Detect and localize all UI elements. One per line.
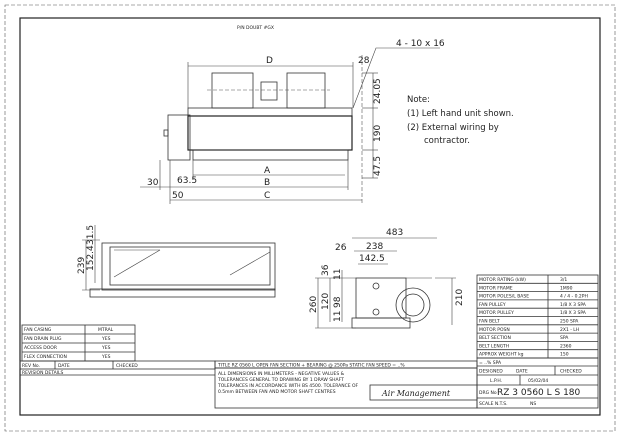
- spec-value: 1/8 X 3 SPA: [560, 310, 587, 316]
- side-view: 483 26 238 142.5 210 260 120 36 98 11 11: [309, 228, 465, 329]
- dim-36: 36: [321, 264, 331, 276]
- spec-label: APPROX WEIGHT kg: [479, 352, 524, 358]
- spec-value: 2360: [560, 343, 572, 349]
- svg-text:CHECKED: CHECKED: [560, 369, 582, 375]
- svg-text:DRG No: DRG No: [479, 390, 497, 396]
- dim-142-5: 142.5: [359, 254, 385, 264]
- svg-text:ACCESS DOOR: ACCESS DOOR: [24, 345, 57, 351]
- drawing-header: P/N DOUBT #GX: [237, 25, 274, 31]
- dim-11-bottom: 11: [333, 311, 343, 322]
- note-1: (1) Left hand unit shown.: [407, 109, 514, 119]
- spec-label: MOTOR POLES/L BASE: [479, 294, 529, 300]
- title-row: TITLE RZ 0560 L OPEN FAN SECTION + BEARI…: [217, 363, 405, 369]
- top-view: D 28 4 - 10 x 16 24.05 190 47.5 A B C 30…: [140, 39, 445, 205]
- dim-98: 98: [333, 296, 343, 308]
- spec-label: BELT LENGTH: [479, 343, 509, 349]
- title-block: = ..% SPA DESIGNED DATE CHECKED L.P.H. 0…: [476, 357, 599, 409]
- spec-label: BELT SECTION: [479, 335, 511, 341]
- svg-text:05/02/04: 05/02/04: [528, 378, 548, 384]
- drawing-border: [19, 17, 601, 416]
- dim-A: A: [264, 166, 271, 176]
- spec-label: MOTOR FRAME: [479, 285, 513, 291]
- svg-text:FLEX CONNECTION: FLEX CONNECTION: [24, 354, 67, 360]
- spec-label: MOTOR RATING (kW): [479, 277, 526, 283]
- drawing-number: RZ 3 0560 L S 180: [497, 388, 581, 398]
- fan-housing: [355, 277, 407, 319]
- dim-190: 190: [373, 125, 383, 142]
- spec-value: 150: [560, 352, 569, 358]
- spec-label: FAN BELT: [479, 319, 500, 325]
- coil: [192, 149, 349, 161]
- spec-value: 1/8 X 3 SPA: [560, 302, 587, 308]
- svg-text:CHECKED: CHECKED: [116, 363, 138, 369]
- svg-text:YES: YES: [101, 336, 111, 342]
- dim-50: 50: [172, 191, 184, 201]
- dim-26: 26: [335, 243, 347, 253]
- svg-text:L.P.H.: L.P.H.: [490, 378, 502, 384]
- blower-left: [211, 72, 254, 109]
- svg-text:DESIGNED: DESIGNED: [479, 369, 503, 375]
- spec-label: MOTOR PULLEY: [479, 310, 514, 316]
- dim-30: 30: [147, 178, 159, 188]
- spec-value: 1M90: [560, 285, 573, 291]
- dim-24-05: 24.05: [373, 78, 383, 104]
- revision-block: REV No. DATE CHECKED REVISION DETAILS: [19, 360, 216, 376]
- svg-text:YES: YES: [101, 354, 111, 360]
- dim-11-top: 11: [333, 269, 343, 280]
- dim-B: B: [264, 178, 270, 188]
- svg-text:DATE: DATE: [516, 369, 528, 375]
- title-notes-block: TITLE RZ 0560 L OPEN FAN SECTION + BEARI…: [214, 360, 478, 409]
- outer-frame: [4, 4, 616, 432]
- note-3: contractor.: [424, 136, 470, 146]
- company-logo: Air Management: [381, 389, 451, 398]
- fan-wheel: [395, 287, 431, 323]
- dim-239: 239: [77, 257, 87, 274]
- dim-483: 483: [386, 228, 403, 238]
- dim-holes: 4 - 10 x 16: [396, 39, 445, 49]
- options-table: FAN CASING MTRAL FAN DRAIN PLUG YES ACCESS…: [21, 324, 136, 362]
- spec-value: 4 / 4 - 0.2PH: [560, 294, 588, 300]
- dim-47-5: 47.5: [373, 156, 383, 176]
- svg-text:TOLERANCES GENERAL TO DRAWING: TOLERANCES GENERAL TO DRAWING BY 1 DRAW …: [217, 377, 344, 383]
- notes-title: Note:: [407, 95, 430, 105]
- svg-text:YES: YES: [101, 345, 111, 351]
- dim-28: 28: [358, 56, 370, 66]
- dim-120: 120: [321, 293, 331, 310]
- svg-text:NS: NS: [530, 401, 536, 407]
- dim-C: C: [264, 191, 270, 201]
- dim-152-4: 152.4: [86, 245, 96, 271]
- note-2: (2) External wiring by: [407, 123, 499, 133]
- spec-value: 250 SPA: [560, 319, 579, 325]
- svg-text:DATE: DATE: [58, 363, 70, 369]
- front-view: 239 152.4 31.5: [77, 225, 276, 298]
- unit-body: [187, 115, 353, 151]
- side-box: [167, 114, 191, 161]
- svg-text:TOLERANCES IN ACCORDANCE WITH: TOLERANCES IN ACCORDANCE WITH BS 4500. T…: [217, 383, 359, 389]
- svg-text:= ..% SPA: = ..% SPA: [479, 360, 502, 366]
- svg-text:FAN CASING: FAN CASING: [24, 327, 52, 333]
- svg-text:REV No.: REV No.: [22, 363, 40, 369]
- spec-label: FAN PULLEY: [479, 302, 506, 308]
- notes: Note: (1) Left hand unit shown. (2) Exte…: [407, 95, 514, 146]
- dim-31-5: 31.5: [86, 225, 96, 245]
- spec-value: 3/1: [560, 277, 567, 283]
- motor: [260, 81, 278, 101]
- svg-text:ALL DIMENSIONS IN MILLIMETERS: ALL DIMENSIONS IN MILLIMETERS - NEGATIVE…: [218, 371, 345, 377]
- spec-value: 2X1 - LH: [560, 327, 579, 333]
- dim-63-5: 63.5: [177, 176, 197, 186]
- svg-text:FAN DRAIN PLUG: FAN DRAIN PLUG: [24, 336, 62, 342]
- spec-value: SPA: [560, 335, 569, 341]
- dim-260: 260: [309, 296, 319, 313]
- spec-label: MOTOR POSN: [479, 327, 510, 333]
- svg-text:REVISION DETAILS: REVISION DETAILS: [22, 370, 64, 376]
- dim-238: 238: [366, 242, 383, 252]
- svg-text:MTRAL: MTRAL: [98, 327, 114, 333]
- svg-text:SCALE N.T.S.: SCALE N.T.S.: [479, 401, 508, 407]
- blower-right: [286, 72, 326, 109]
- dim-210: 210: [455, 289, 465, 306]
- dim-D: D: [266, 56, 273, 66]
- svg-text:0.5mm BETWEEN FAN AND MOTOR SH: 0.5mm BETWEEN FAN AND MOTOR SHAFT CENTRE…: [218, 389, 336, 395]
